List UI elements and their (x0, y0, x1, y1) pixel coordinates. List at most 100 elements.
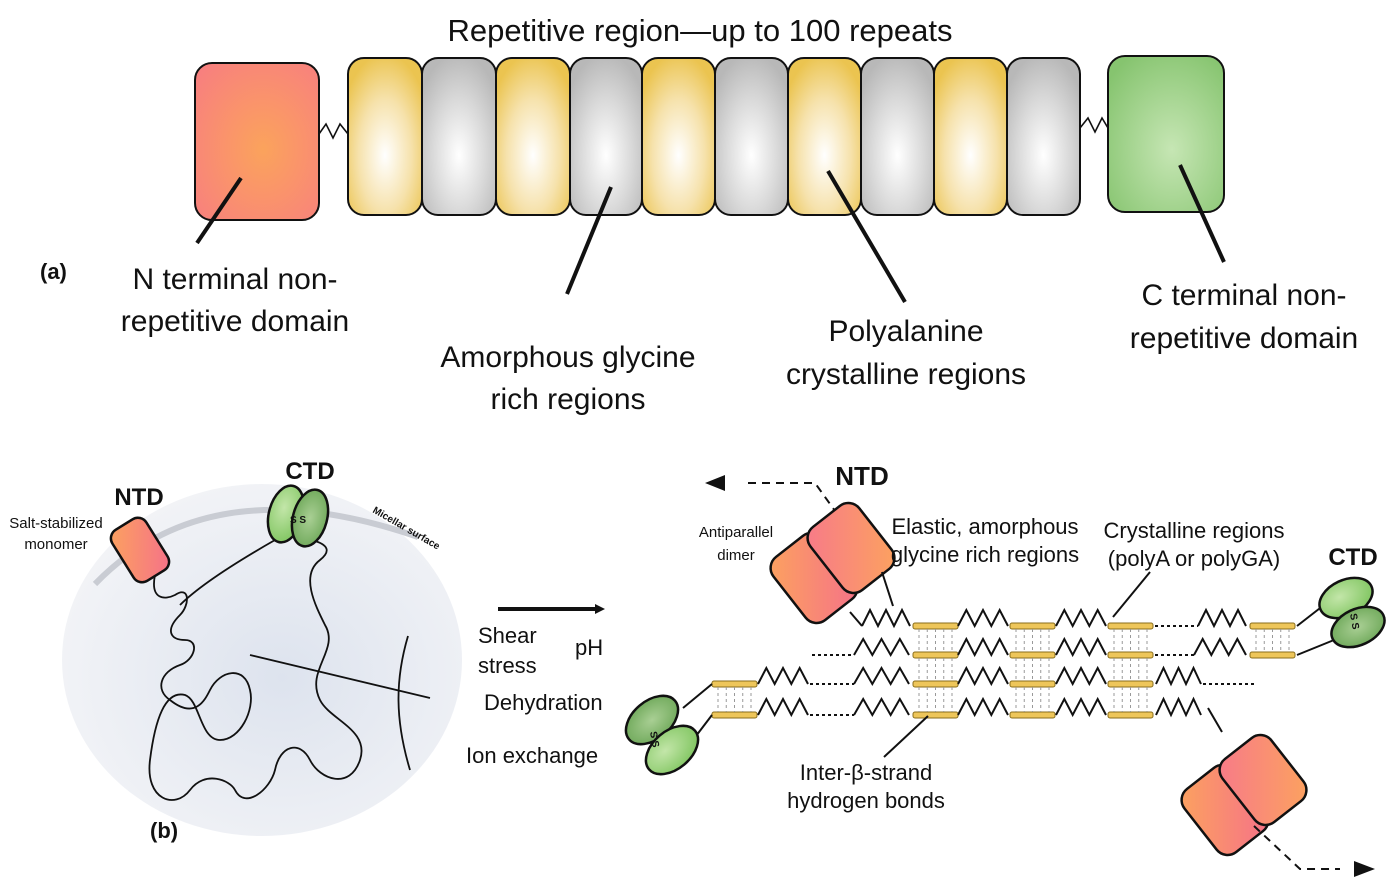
c-terminal-label-line2: repetitive domain (1130, 322, 1358, 355)
linker-left (318, 122, 349, 140)
amorphous-repeat-block (1006, 57, 1081, 216)
ion-exchange-label: Ion exchange (466, 743, 598, 768)
strand-link (695, 714, 713, 737)
ntd-label-left: NTD (114, 484, 163, 511)
crystalline-repeat-block (787, 57, 862, 216)
c-terminal-label-line1: C terminal non- (1141, 279, 1346, 312)
amorphous-label-line1: Amorphous glycine (440, 341, 695, 374)
amorphous-zigzag (853, 636, 910, 658)
crystalline-label-line2: (polyA or polyGA) (1108, 546, 1280, 571)
strand-link (1296, 639, 1335, 656)
c-terminal-domain-block (1107, 55, 1225, 213)
crystalline-bar (711, 680, 758, 688)
salt-stabilized-line2: monomer (24, 536, 87, 553)
amorphous-zigzag (1055, 636, 1107, 658)
crystalline-bar (912, 622, 959, 630)
amorphous-zigzag (957, 636, 1009, 658)
leader-hbonds (883, 715, 929, 758)
crystalline-bar (711, 711, 758, 719)
panel-a-label: (a) (40, 259, 67, 284)
crystalline-repeat-block (495, 57, 571, 216)
ntd-label-right: NTD (835, 461, 888, 491)
hbonds-label-line2: hydrogen bonds (787, 788, 945, 813)
ntd-top-connector (748, 482, 841, 519)
leader-elastic (881, 571, 894, 607)
crystalline-repeat-block (347, 57, 423, 216)
amorphous-label-line2: rich regions (490, 383, 645, 416)
leader-crystalline (1112, 571, 1151, 618)
repeat-blocks (347, 57, 1081, 216)
polyalanine-label-line1: Polyalanine (828, 315, 983, 348)
leader-c-terminal (1178, 164, 1226, 263)
amorphous-zigzag (757, 696, 809, 718)
crystalline-bar (1009, 622, 1056, 630)
repetitive-region-title: Repetitive region—up to 100 repeats (448, 13, 953, 48)
salt-stabilized-line1: Salt-stabilized (9, 515, 102, 532)
disulfide-label-left: S S (290, 515, 306, 526)
ntd-monomer (109, 516, 171, 584)
arrow-left-icon (705, 475, 725, 491)
ctd-label-left: CTD (285, 458, 334, 485)
disulfide-label-right: S S (1347, 613, 1361, 631)
antiparallel-line1: Antiparallel (699, 524, 773, 541)
amorphous-repeat-block (569, 57, 643, 216)
amorphous-zigzag (957, 665, 1009, 687)
crystalline-bar (1249, 651, 1296, 659)
ph-label: pH (575, 635, 603, 660)
n-terminal-domain-block (194, 62, 320, 221)
ntd-dimer-subunit-b (806, 501, 896, 595)
ntd-bottom-connector (1253, 825, 1340, 870)
amorphous-zigzag (957, 607, 1009, 629)
crystalline-bar (1249, 622, 1296, 630)
protein-chain-tail (249, 654, 431, 699)
ctd-lobe-2 (290, 488, 330, 548)
amorphous-zigzag (1055, 696, 1107, 718)
amorphous-zigzag (1155, 665, 1202, 687)
leader-amorphous (565, 186, 613, 295)
ntd-lower-link (1207, 707, 1223, 733)
amorphous-zigzag (1055, 607, 1107, 629)
n-terminal-label-line2: repetitive domain (121, 305, 349, 338)
amorphous-zigzag (861, 607, 911, 629)
amorphous-zigzag (757, 665, 809, 687)
protein-chain-ctd-link (179, 539, 276, 606)
shear-label-line1: Shear (478, 623, 537, 648)
crystalline-bar (1107, 651, 1154, 659)
disulfide-label-lower: S S (647, 731, 661, 749)
protein-chain (148, 539, 363, 801)
amorphous-zigzag (853, 696, 910, 718)
crystalline-bar (1009, 711, 1056, 719)
crystalline-bar (1009, 680, 1056, 688)
arrow-right-icon (1354, 861, 1375, 877)
hbonds-label-line1: Inter-β-strand (800, 760, 932, 785)
shear-label-line2: stress (478, 653, 537, 678)
crystalline-bar (1107, 680, 1154, 688)
amorphous-zigzag (853, 665, 910, 687)
crystalline-repeat-block (641, 57, 716, 216)
crystalline-bar (912, 651, 959, 659)
crystalline-bar (912, 711, 959, 719)
amorphous-zigzag (1055, 665, 1107, 687)
amorphous-zigzag (1155, 696, 1202, 718)
amorphous-repeat-block (421, 57, 497, 216)
amorphous-zigzag (1193, 636, 1247, 658)
crystalline-bar (1107, 711, 1154, 719)
amorphous-repeat-block (714, 57, 789, 216)
crystalline-label-line1: Crystalline regions (1104, 518, 1285, 543)
strand-link (849, 611, 863, 627)
crystalline-bar (912, 680, 959, 688)
amorphous-zigzag (1197, 607, 1247, 629)
n-terminal-label-line1: N terminal non- (132, 263, 337, 296)
leader-n-terminal (195, 176, 243, 245)
beta-sheet-strands (682, 604, 1335, 737)
protein-chain-tail2 (397, 635, 411, 771)
crystalline-bar (1009, 651, 1056, 659)
ctd-label-right: CTD (1328, 544, 1377, 571)
elastic-label-line1: Elastic, amorphous (891, 514, 1078, 539)
crystalline-repeat-block (933, 57, 1008, 216)
amorphous-repeat-block (860, 57, 935, 216)
crystalline-bar (1107, 622, 1154, 630)
ctd-lobe-lower-2 (644, 724, 700, 776)
leader-polyalanine (826, 169, 907, 304)
